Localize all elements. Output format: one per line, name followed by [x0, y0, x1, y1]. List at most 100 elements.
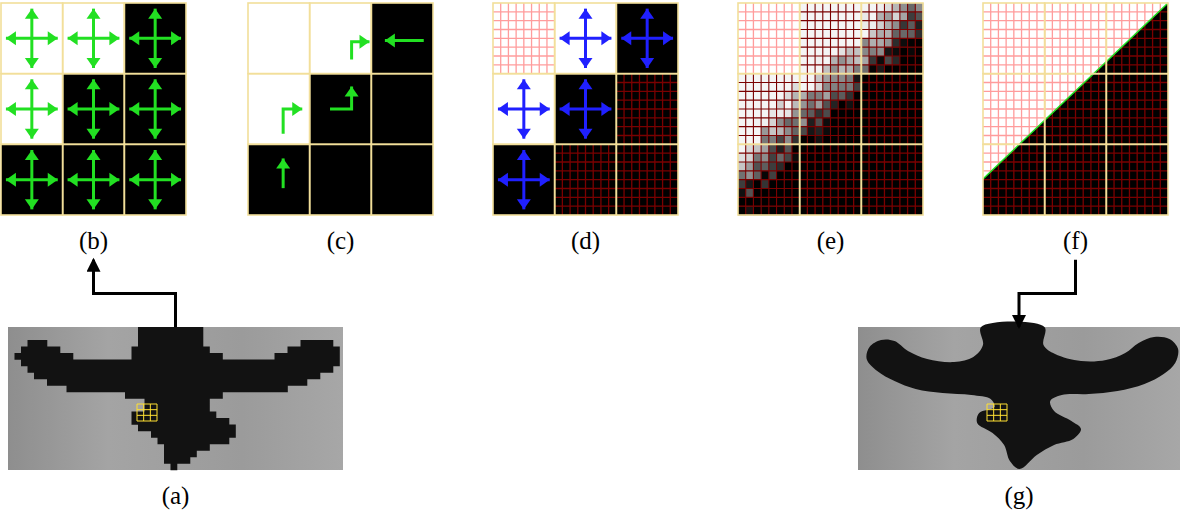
sub-pixel-grid	[1098, 3, 1099, 215]
sub-pixel	[784, 162, 792, 171]
sub-pixel	[784, 153, 792, 162]
sub-pixel	[784, 189, 792, 198]
sub-pixel	[777, 153, 785, 162]
sub-pixel	[777, 197, 785, 206]
arrow-head	[109, 102, 119, 116]
arrow-head	[579, 129, 593, 139]
photo-background	[8, 327, 343, 470]
image-panel: (b)	[1, 3, 186, 256]
sub-pixel-grid	[555, 188, 617, 189]
sub-pixel-grid	[861, 47, 923, 48]
sub-pixel-grid	[616, 188, 678, 189]
sub-pixel-grid	[616, 126, 678, 127]
sub-pixel	[877, 21, 885, 30]
arrow-head	[640, 58, 654, 68]
sub-pixel	[777, 118, 785, 127]
sub-pixel	[831, 127, 839, 136]
pixel-cell	[493, 74, 555, 145]
sub-pixel-grid	[983, 170, 1168, 171]
sub-pixel	[753, 74, 761, 83]
sub-pixel	[784, 91, 792, 100]
arrow-head	[87, 199, 101, 209]
sub-pixel	[854, 38, 862, 47]
sub-pixel-grid	[738, 179, 800, 180]
sub-pixel-grid	[1129, 3, 1130, 215]
sub-pixel-grid	[800, 64, 862, 65]
pixel-cell	[63, 74, 125, 145]
sub-pixel	[846, 3, 854, 12]
sub-pixel	[761, 91, 769, 100]
sub-pixel-grid	[776, 144, 777, 215]
arrow-head	[517, 79, 531, 89]
pixel-cell	[248, 144, 310, 215]
sub-pixel	[746, 118, 754, 127]
sub-pixel	[769, 100, 777, 109]
sub-pixel	[807, 47, 815, 56]
small-grid	[137, 415, 157, 416]
cell-border	[248, 144, 310, 215]
sub-pixel	[915, 38, 923, 47]
sub-pixel-grid	[853, 74, 854, 145]
sub-pixel	[892, 3, 900, 12]
sub-pixel	[823, 12, 831, 21]
sub-pixel	[838, 127, 846, 136]
sub-pixel	[807, 109, 815, 118]
arrow-shaft	[330, 86, 352, 109]
sub-pixel	[892, 47, 900, 56]
sub-pixel	[854, 109, 862, 118]
sub-pixel	[831, 47, 839, 56]
sub-pixel-grid	[738, 135, 800, 136]
small-grid	[993, 404, 994, 421]
sub-pixel-grid	[776, 74, 777, 145]
sub-pixel	[854, 30, 862, 39]
arrow-head	[517, 199, 531, 209]
sub-pixel	[915, 21, 923, 30]
sub-pixel-grid	[845, 144, 846, 215]
sub-pixel-grid	[539, 3, 540, 74]
sub-pixel-grid	[800, 47, 862, 48]
sub-pixel	[738, 153, 746, 162]
sub-pixel	[831, 30, 839, 39]
arrow-head	[171, 31, 181, 45]
arrow-head	[129, 102, 139, 116]
sub-pixel	[854, 56, 862, 65]
sub-pixel	[854, 3, 862, 12]
arrow-head	[148, 199, 162, 209]
sub-pixel	[838, 91, 846, 100]
sub-pixel	[738, 197, 746, 206]
sub-pixel	[738, 74, 746, 83]
sub-pixel	[908, 30, 916, 39]
sub-pixel-grid	[915, 74, 916, 145]
arrow-head	[621, 31, 631, 45]
sub-pixel	[800, 136, 808, 145]
sub-pixel	[738, 136, 746, 145]
sub-pixel	[892, 56, 900, 65]
sub-pixel	[884, 56, 892, 65]
cell-border	[800, 74, 862, 145]
sub-pixel	[738, 189, 746, 198]
arrow-head	[87, 150, 101, 160]
sub-pixel-grid	[983, 188, 1168, 189]
pixelated-photo	[8, 327, 343, 470]
pixel-cell	[1, 3, 63, 74]
sub-pixel	[846, 91, 854, 100]
sub-pixel-grid	[861, 55, 923, 56]
sub-pixel-grid	[1152, 3, 1153, 215]
sub-pixel	[861, 3, 869, 12]
small-grid	[1007, 404, 1008, 421]
sub-pixel-grid	[493, 47, 555, 48]
sub-pixel	[869, 21, 877, 30]
arrow-head	[129, 173, 139, 187]
sub-pixel	[753, 109, 761, 118]
sub-pixel-grid	[800, 188, 862, 189]
arrow-head	[148, 9, 162, 19]
sub-pixel	[900, 47, 908, 56]
pixel-cell	[371, 74, 433, 145]
arrow-head	[560, 102, 570, 116]
sub-pixel	[807, 83, 815, 92]
sub-pixel-grid	[861, 197, 923, 198]
sub-pixel	[769, 153, 777, 162]
cell-border	[248, 3, 310, 74]
sub-pixel	[815, 100, 823, 109]
sub-pixel	[815, 38, 823, 47]
